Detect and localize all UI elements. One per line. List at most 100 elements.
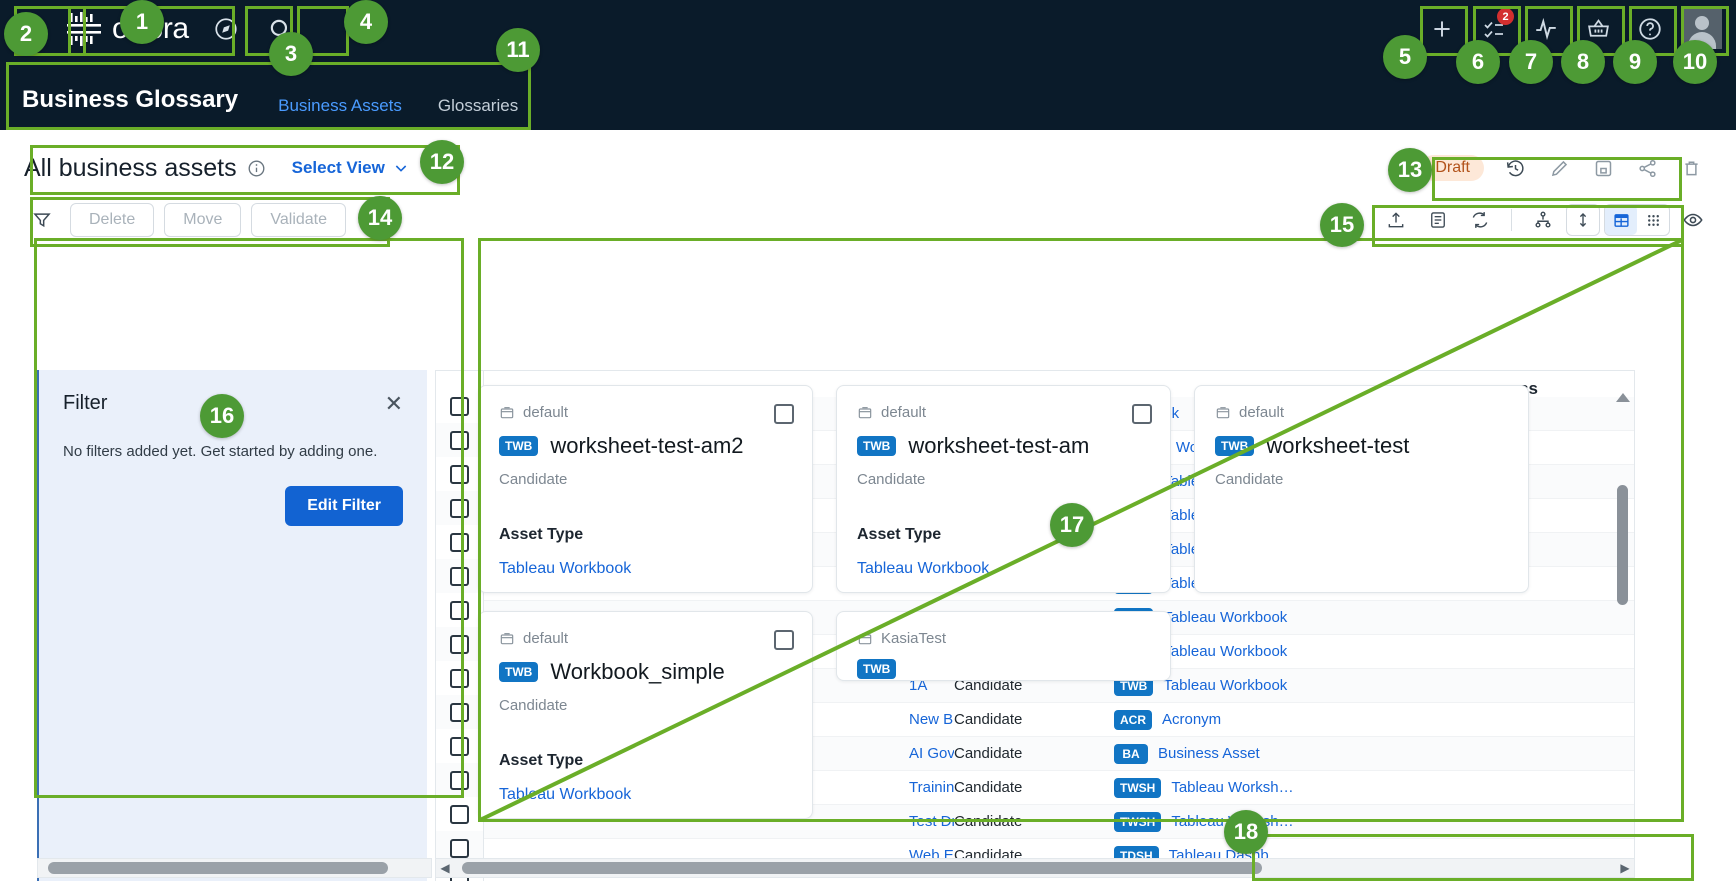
scrollbar-track[interactable] (454, 862, 1616, 874)
row-type-link[interactable]: Tableau Workbook (1163, 609, 1288, 626)
share-icon[interactable] (1626, 150, 1668, 186)
scrollbar-thumb[interactable] (462, 862, 1262, 874)
history-icon[interactable] (1494, 150, 1536, 186)
row-checkbox[interactable] (450, 668, 469, 688)
delete-button[interactable]: Delete (70, 203, 155, 237)
help-button[interactable] (1624, 4, 1676, 54)
card-title[interactable]: worksheet-test-am (908, 433, 1090, 458)
move-button[interactable]: Move (164, 203, 242, 237)
card-field-value[interactable]: Tableau Workbook (499, 560, 632, 577)
close-icon[interactable]: ✕ (384, 390, 403, 416)
asset-type-tag: TWB (499, 436, 539, 456)
scrollbar-thumb[interactable] (48, 862, 388, 874)
row-checkbox-cell[interactable] (436, 525, 483, 559)
row-checkbox-cell[interactable] (436, 389, 483, 423)
row-checkbox-cell[interactable] (436, 593, 483, 627)
filter-panel-title: Filter (63, 392, 108, 414)
row-checkbox[interactable] (450, 566, 469, 586)
row-height-icon[interactable] (1566, 204, 1600, 236)
row-type-link[interactable]: Business Asset (1158, 745, 1260, 762)
row-checkbox[interactable] (450, 396, 469, 416)
row-checkbox[interactable] (450, 430, 469, 450)
table-view-icon[interactable] (1605, 205, 1637, 235)
info-circle-icon[interactable] (247, 159, 266, 178)
tab-business-assets[interactable]: Business Assets (260, 96, 420, 130)
card-status: Candidate (1215, 471, 1284, 488)
row-checkbox[interactable] (450, 736, 469, 756)
refresh-sync-icon[interactable] (1461, 203, 1499, 237)
asset-card[interactable]: default TWB worksheet-test-am2 Candidate… (478, 385, 813, 593)
tab-glossaries[interactable]: Glossaries (437, 96, 519, 115)
row-checkbox-cell[interactable] (436, 729, 483, 763)
row-checkbox[interactable] (450, 634, 469, 654)
scroll-right-arrow-icon[interactable]: ▶ (1620, 861, 1630, 875)
card-view-icon[interactable] (1637, 205, 1669, 235)
row-checkbox[interactable] (450, 838, 469, 858)
annotation-bubble-17: 17 (1050, 503, 1094, 547)
tasks-button[interactable]: 2 (1468, 4, 1520, 54)
compass-icon (213, 16, 239, 42)
card-title[interactable]: worksheet-test-am2 (550, 433, 744, 458)
results-vertical-scrollbar[interactable] (1616, 393, 1631, 881)
row-checkbox-cell[interactable] (436, 423, 483, 457)
card-field-value[interactable]: Tableau Workbook (857, 560, 990, 577)
left-horizontal-scrollbar[interactable] (37, 858, 432, 878)
basket-button[interactable] (1572, 4, 1624, 54)
row-checkbox-cell[interactable] (436, 491, 483, 525)
save-disk-icon[interactable] (1582, 150, 1624, 186)
scroll-left-arrow-icon[interactable]: ◀ (440, 861, 450, 875)
asset-card[interactable]: KasiaTest TWB (836, 611, 1171, 681)
asset-card[interactable]: default TWB worksheet-test Candidate (1194, 385, 1529, 593)
row-type-link[interactable]: Acronym (1162, 711, 1222, 728)
card-checkbox[interactable] (774, 630, 794, 650)
select-view-dropdown[interactable]: Select View (292, 158, 409, 178)
card-title[interactable]: worksheet-test (1266, 433, 1410, 458)
toolbar-divider (1511, 209, 1512, 231)
domain-box-icon (1215, 405, 1231, 421)
pencil-edit-icon[interactable] (1538, 150, 1580, 186)
activity-button[interactable] (1520, 4, 1572, 54)
card-checkbox[interactable] (774, 404, 794, 424)
card-checkbox[interactable] (1132, 404, 1152, 424)
asset-type-tag: TWB (1215, 436, 1255, 456)
row-checkbox-cell[interactable] (436, 627, 483, 661)
row-checkbox-cell[interactable] (436, 661, 483, 695)
row-status: Candidate (954, 711, 1023, 728)
card-title[interactable]: Workbook_simple (550, 659, 725, 684)
row-checkbox-cell[interactable] (436, 763, 483, 797)
row-checkbox[interactable] (450, 600, 469, 620)
explore-compass-button[interactable] (199, 2, 253, 56)
row-checkbox-cell[interactable] (436, 559, 483, 593)
hierarchy-icon[interactable] (1524, 203, 1562, 237)
row-checkbox-cell[interactable] (436, 695, 483, 729)
row-checkbox[interactable] (450, 464, 469, 484)
chevron-down-icon (393, 160, 409, 176)
asset-card[interactable]: default TWB worksheet-test-am Candidate … (836, 385, 1171, 593)
row-checkbox-cell[interactable] (436, 797, 483, 831)
row-checkbox[interactable] (450, 498, 469, 518)
scrollbar-thumb[interactable] (1617, 485, 1628, 605)
card-field-value[interactable]: Tableau Workbook (499, 786, 632, 803)
results-horizontal-scrollbar[interactable]: ◀ ▶ (435, 858, 1635, 878)
eye-preview-icon[interactable] (1674, 203, 1712, 237)
annotation-bubble-2: 2 (4, 12, 48, 56)
validate-button[interactable]: Validate (251, 203, 347, 237)
funnel-filter-icon[interactable] (24, 204, 60, 236)
row-type-link[interactable]: Tableau Workbook (1163, 643, 1288, 660)
asset-card[interactable]: default TWB Workbook_simple Candidate As… (478, 611, 813, 819)
row-checkbox[interactable] (450, 804, 469, 824)
row-checkbox[interactable] (450, 702, 469, 722)
scroll-up-arrow-icon[interactable] (1616, 393, 1630, 402)
edit-filter-button[interactable]: Edit Filter (285, 486, 403, 526)
row-type-link[interactable]: Tableau Worksh… (1171, 779, 1294, 796)
add-button[interactable] (1416, 4, 1468, 54)
trash-delete-icon[interactable] (1670, 150, 1712, 186)
row-checkbox-cell[interactable] (436, 457, 483, 491)
row-type-link[interactable]: Tableau Workbook (1163, 677, 1288, 694)
row-checkbox[interactable] (450, 532, 469, 552)
row-checkbox[interactable] (450, 770, 469, 790)
upload-import-icon[interactable] (1377, 203, 1415, 237)
report-list-icon[interactable] (1419, 203, 1457, 237)
